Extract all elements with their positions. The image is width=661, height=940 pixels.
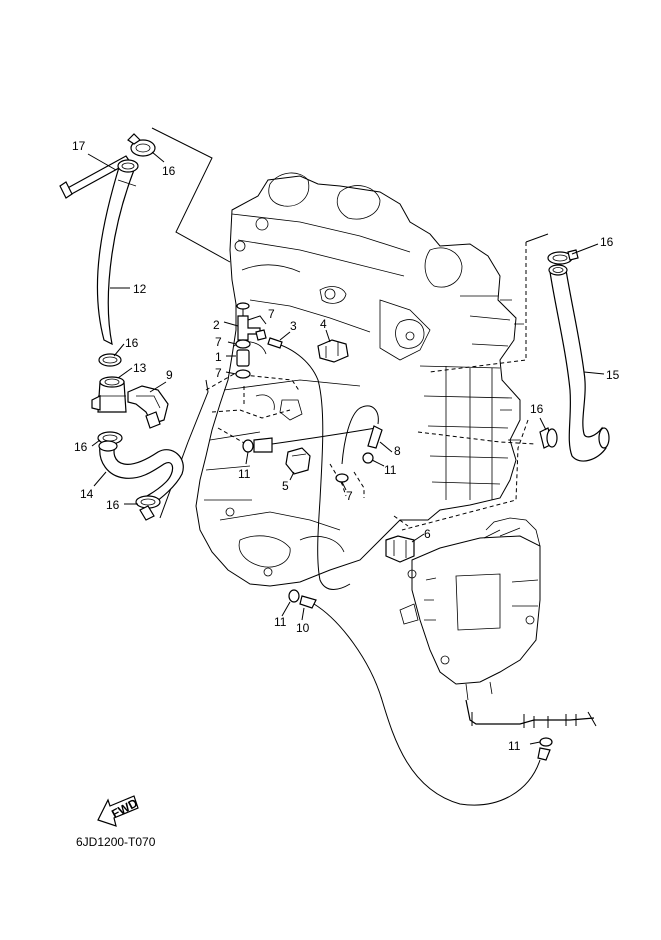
part-4-holder [317, 339, 349, 363]
part-7-clip-d [335, 473, 349, 483]
part-3-hose [267, 337, 351, 590]
callout-leaders [87, 151, 605, 745]
part-15-hose [548, 264, 610, 462]
part-12-hose [96, 159, 139, 346]
callout-16: 16 [530, 402, 544, 416]
callout-6: 6 [424, 527, 431, 541]
callout-16: 16 [106, 498, 120, 512]
part-13-joint [91, 376, 127, 413]
callout-13: 13 [133, 361, 147, 375]
callout-7: 7 [268, 307, 275, 321]
part-11-clip-b [362, 452, 374, 464]
callout-labels: 17 16 12 16 13 9 16 14 16 7 2 3 4 7 1 7 … [72, 139, 620, 753]
callout-11: 11 [508, 739, 521, 753]
hose-left-connector [253, 427, 377, 453]
callout-11: 11 [384, 463, 397, 477]
part-7-clip-a [255, 329, 267, 341]
leader-lines [151, 127, 549, 531]
callout-3: 3 [290, 319, 297, 333]
callout-17: 17 [72, 139, 86, 153]
vapor-separator-assembly [399, 517, 597, 728]
part-5-holder [285, 447, 311, 475]
callout-16: 16 [600, 235, 614, 249]
callout-16: 16 [125, 336, 139, 350]
part-16-clamp-right-top [547, 249, 579, 265]
callout-11: 11 [274, 615, 287, 629]
part-7-clip-c [235, 369, 251, 379]
callout-15: 15 [606, 368, 620, 382]
callout-8: 8 [394, 444, 401, 458]
callout-7: 7 [346, 489, 353, 503]
part-11-clip-d [537, 737, 553, 761]
part-16-clamp-top [127, 133, 156, 157]
part-11-clip-a [242, 439, 254, 453]
fwd-arrow-icon: FWD [97, 795, 140, 827]
callout-1: 1 [215, 350, 222, 364]
callout-7: 7 [215, 366, 222, 380]
part-8-hose [341, 405, 383, 465]
engine-block [195, 172, 524, 587]
callout-4: 4 [320, 317, 327, 331]
part-6-holder [385, 535, 415, 563]
part-11-clip-c [288, 589, 300, 603]
callout-9: 9 [166, 368, 173, 382]
part-1-pipe [236, 349, 250, 367]
callout-16: 16 [74, 440, 88, 454]
diagram-code: 6JD1200-T070 [76, 835, 156, 849]
part-16-clamp-mid [98, 353, 122, 367]
part-7-clip-b [235, 339, 251, 349]
callout-2: 2 [213, 318, 220, 332]
callout-14: 14 [80, 487, 94, 501]
part-16-clamp-bottom [135, 495, 161, 521]
part-16-clamp-right-bottom [539, 427, 558, 449]
callout-5: 5 [282, 479, 289, 493]
callout-10: 10 [296, 621, 310, 635]
part-14-hose [98, 440, 184, 507]
callout-12: 12 [133, 282, 147, 296]
callout-16: 16 [162, 164, 176, 178]
callout-11: 11 [238, 467, 251, 481]
part-9-bracket [127, 385, 169, 429]
callout-7: 7 [215, 335, 222, 349]
part-10-hose [299, 595, 541, 806]
